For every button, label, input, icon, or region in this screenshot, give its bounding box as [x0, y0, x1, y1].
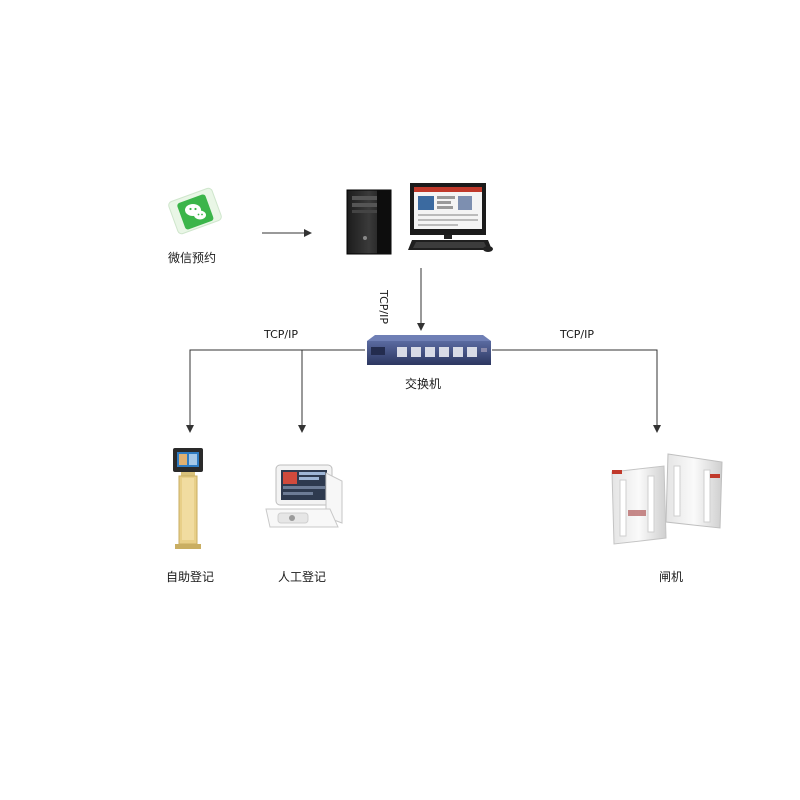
server-switch-protocol-label: TCP/IP — [377, 290, 390, 324]
switch-label: 交换机 — [405, 377, 442, 391]
network-switch-icon — [367, 335, 491, 365]
right-protocol-label: TCP/IP — [560, 328, 594, 341]
wechat-phone-icon — [168, 187, 222, 235]
switch-to-self-register-arrow — [186, 349, 365, 433]
connections — [186, 229, 661, 433]
manual-register-label: 人工登记 — [278, 570, 327, 584]
gate-label: 闸机 — [659, 570, 684, 584]
turnstile-gate-icon — [611, 453, 723, 545]
pc-keyboard — [408, 240, 493, 252]
desktop-computer-icon — [346, 183, 493, 255]
wechat-booking-label: 微信预约 — [168, 251, 217, 265]
pc-tower — [346, 189, 392, 255]
switch-to-gate-arrow — [492, 349, 661, 433]
pos-terminal-icon — [265, 464, 343, 528]
left-protocol-label: TCP/IP — [264, 328, 298, 341]
kiosk-stand-icon — [173, 448, 203, 549]
pc-monitor — [410, 183, 486, 239]
self-register-label: 自助登记 — [166, 570, 215, 584]
